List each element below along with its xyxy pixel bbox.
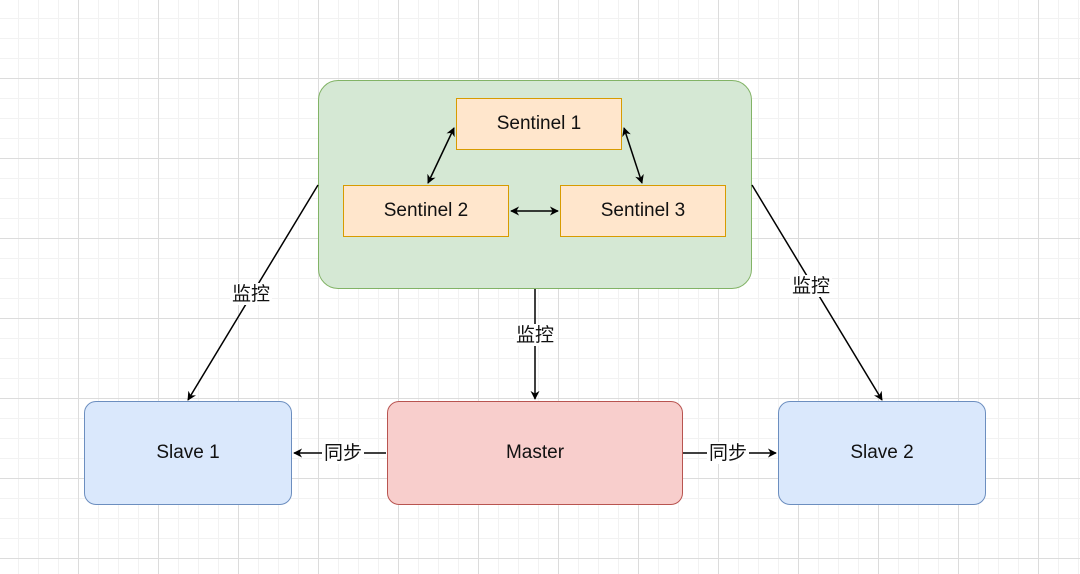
slave-2-label: Slave 2 [850,442,914,463]
master-node[interactable]: Master [387,401,683,505]
edge-label-sync-slave-1: 同步 [322,442,365,464]
sentinel-2-node[interactable]: Sentinel 2 [343,185,509,237]
master-label: Master [505,442,565,463]
edge-sentinel1-sentinel3 [622,127,644,184]
edge-label-monitor-master: 监控 [514,324,557,346]
slave-1-node[interactable]: Slave 1 [84,401,292,505]
sentinel-2-label: Sentinel 2 [383,200,469,221]
edge-label-monitor-slave-1: 监控 [230,283,273,305]
slave-2-node[interactable]: Slave 2 [778,401,986,505]
sentinel-1-node[interactable]: Sentinel 1 [456,98,622,150]
edge-sentinel1-sentinel2 [427,127,455,184]
sentinel-3-node[interactable]: Sentinel 3 [560,185,726,237]
slave-1-label: Slave 1 [156,442,220,463]
sentinel-1-label: Sentinel 1 [496,113,582,134]
edge-label-sync-slave-2: 同步 [707,442,750,464]
sentinel-3-label: Sentinel 3 [600,200,686,221]
edge-label-monitor-slave-2: 监控 [790,275,833,297]
